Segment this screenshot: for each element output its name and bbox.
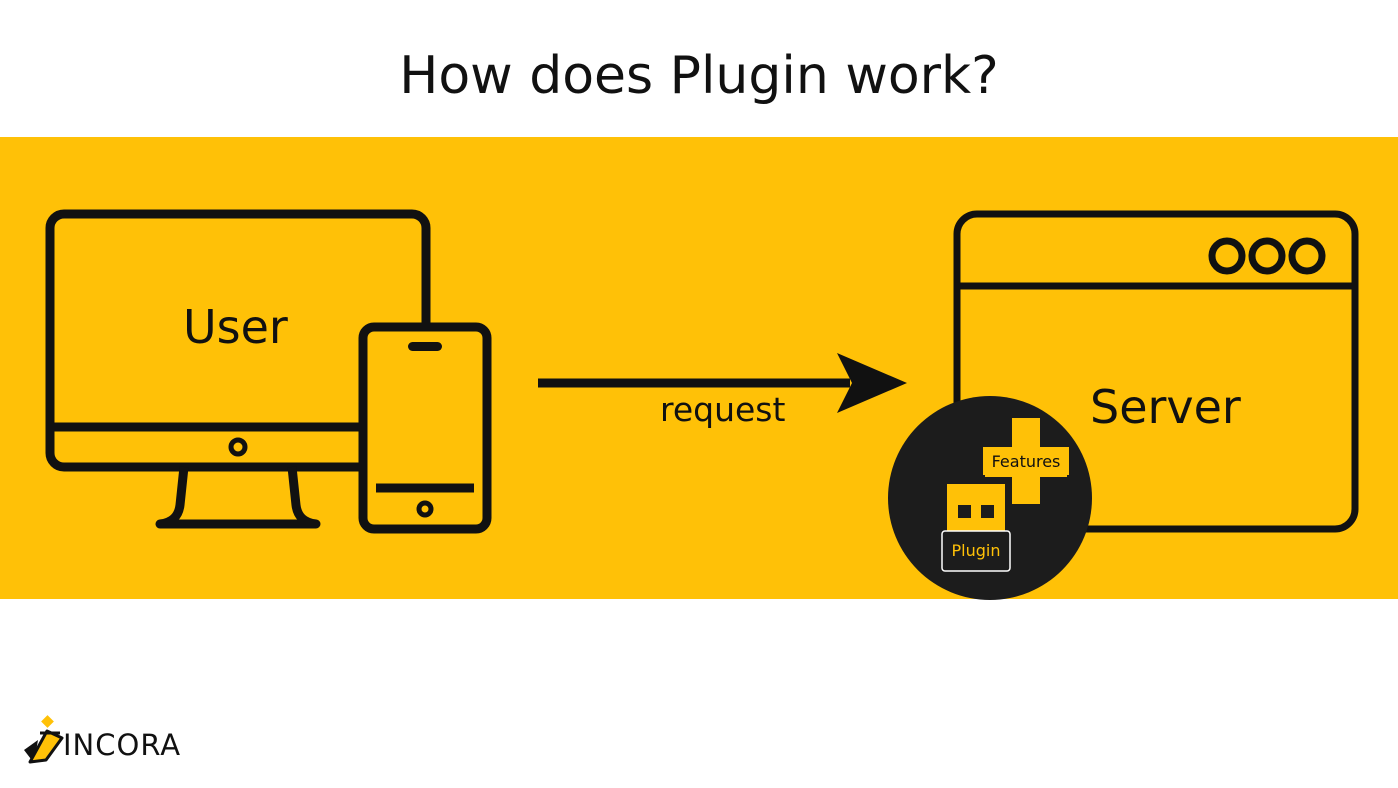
arrow-icon [538,353,907,413]
usb-plugin-icon [941,484,1011,572]
phone-icon [358,322,492,534]
logo-text: INCORA [63,728,182,762]
monitor-power-dot [228,437,248,457]
server-label: Server [1090,380,1241,434]
plugin-label: Plugin [951,541,1001,560]
browser-window-icon [953,210,1359,533]
user-label: User [183,300,288,354]
page-title: How does Plugin work? [399,46,999,106]
request-label: request [660,390,786,429]
incora-logo-icon [24,715,64,764]
features-label: Features [985,447,1067,477]
